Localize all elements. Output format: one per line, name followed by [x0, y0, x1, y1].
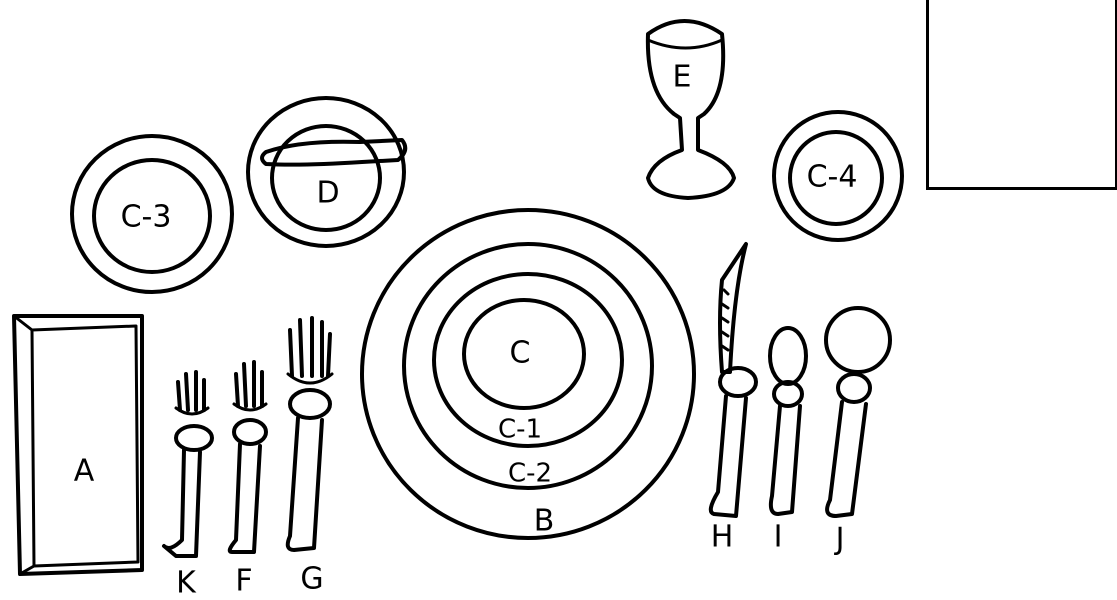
glass-label: E: [673, 60, 692, 95]
water-glass: E: [648, 21, 734, 198]
fork-k: K: [164, 372, 212, 600]
spoon-j-label: J: [834, 522, 845, 557]
fork-f-label: F: [235, 564, 252, 599]
fork-g-label: G: [300, 562, 323, 597]
side-plate-label: C-4: [807, 160, 858, 195]
fork-k-label: K: [176, 566, 197, 600]
bread-plate: D: [248, 98, 405, 246]
side-plate: C-4: [774, 112, 902, 240]
spoon-i: I: [770, 328, 806, 555]
plate-center-label: C: [510, 336, 531, 371]
salad-plate: C-3: [72, 136, 232, 292]
napkin-label: A: [74, 454, 95, 489]
knife-h-label: H: [711, 520, 734, 555]
fork-f: F: [230, 362, 266, 599]
knife-h: H: [711, 244, 756, 555]
salad-plate-label: C-3: [121, 200, 172, 235]
spoon-j: J: [826, 308, 890, 557]
dinner-plate-stack: C C-1 C-2 B: [362, 210, 694, 539]
bread-plate-label: D: [316, 176, 339, 211]
napkin: A: [14, 316, 142, 574]
fork-g: G: [288, 318, 332, 597]
plate-ring1-label: C-1: [498, 415, 542, 445]
plate-ring2-label: C-2: [508, 459, 552, 489]
spoon-i-label: I: [774, 520, 783, 555]
charger-label: B: [534, 504, 555, 539]
